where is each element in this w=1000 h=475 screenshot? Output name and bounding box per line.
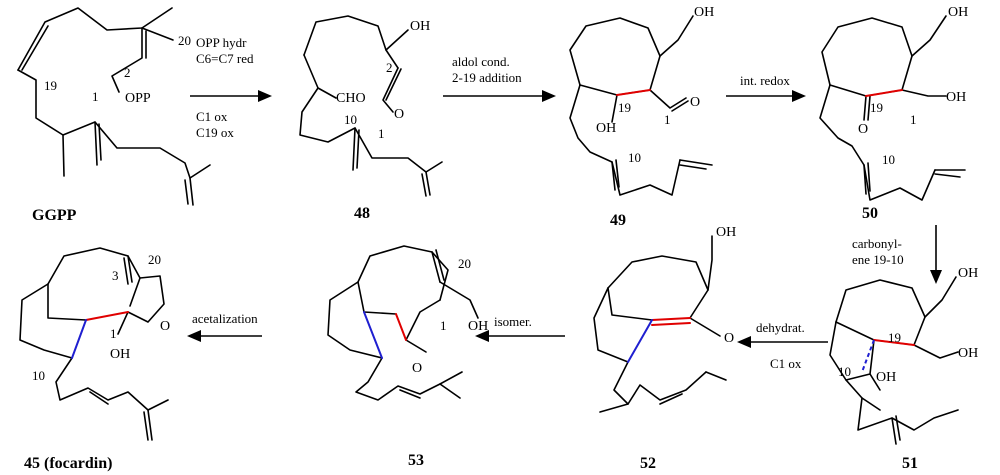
compound-label-45: 45(focardin) xyxy=(24,455,112,472)
num-20-53: 20 xyxy=(458,256,471,271)
atom-oh-right-50: OH xyxy=(946,90,966,105)
atom-oh-52: OH xyxy=(716,225,736,240)
num-10-49: 10 xyxy=(628,150,641,165)
atom-oh-right-51: OH xyxy=(958,346,978,361)
num-3-45: 3 xyxy=(112,268,119,283)
num-19-ggpp: 19 xyxy=(44,78,57,93)
compound-name-45: (focardin) xyxy=(44,455,112,472)
structure-51: OH OH OH 19 10 51 xyxy=(829,266,978,472)
atom-o-45: O xyxy=(160,319,170,334)
atom-oh-48: OH xyxy=(410,19,430,34)
atom-o-52: O xyxy=(724,331,734,346)
compound-label-48: 48 xyxy=(354,205,370,222)
structure-48: OH CHO O 2 10 1 48 xyxy=(299,15,443,222)
condition-step5-line2: C1 ox xyxy=(770,356,802,371)
num-1-ggpp: 1 xyxy=(92,89,99,104)
compound-number-45: 45 xyxy=(24,455,40,472)
atom-oh-51: OH xyxy=(876,370,896,385)
compound-label-50: 50 xyxy=(862,205,878,222)
condition-step1-line2: C6=C7 red xyxy=(196,51,254,66)
num-10-50: 10 xyxy=(882,152,895,167)
atom-o-53: O xyxy=(412,361,422,376)
condition-step4-line2: ene 19-10 xyxy=(852,252,904,267)
num-19-51: 19 xyxy=(888,330,901,345)
condition-step1-line3: C1 ox xyxy=(196,109,228,124)
arrow-step6: isomer. xyxy=(475,314,565,342)
condition-step7-line1: acetalization xyxy=(192,311,258,326)
num-10-48: 10 xyxy=(344,112,357,127)
compound-label-52: 52 xyxy=(640,455,656,472)
structure-45: O OH 20 3 1 10 45(focardin) xyxy=(19,247,170,472)
compound-label-51: 51 xyxy=(902,455,918,472)
condition-step6-line1: isomer. xyxy=(494,314,532,329)
num-1-50: 1 xyxy=(910,112,917,127)
arrow-step2: aldol cond. 2-19 addition xyxy=(443,54,556,102)
condition-step2-line2: 2-19 addition xyxy=(452,70,522,85)
condition-step1-line4: C19 ox xyxy=(196,125,234,140)
arrow-step7: acetalization xyxy=(187,311,262,342)
compound-label-ggpp: GGPP xyxy=(32,207,77,224)
atom-opp-ggpp: OPP xyxy=(125,91,151,106)
condition-step4-line1: carbonyl- xyxy=(852,236,902,251)
condition-step2-line1: aldol cond. xyxy=(452,54,510,69)
atom-o-50: O xyxy=(858,122,868,137)
atom-o-48: O xyxy=(394,107,404,122)
atom-oh-53: OH xyxy=(468,319,488,334)
structure-53: OH O 20 1 53 xyxy=(327,245,488,469)
atom-oh-top-50: OH xyxy=(948,5,968,20)
num-2-48: 2 xyxy=(386,60,393,75)
num-1-45: 1 xyxy=(110,326,117,341)
condition-step1-line1: OPP hydr xyxy=(196,35,247,50)
compound-label-49: 49 xyxy=(610,212,626,229)
atom-oh-top-51: OH xyxy=(958,266,978,281)
structure-ggpp: 20 19 2 1 OPP GGPP xyxy=(17,7,211,224)
structure-52: OH O 52 xyxy=(593,225,736,472)
num-1-49: 1 xyxy=(664,112,671,127)
structure-50: OH OH O 19 1 10 50 xyxy=(819,5,968,222)
num-19-50: 19 xyxy=(870,100,883,115)
num-1-53: 1 xyxy=(440,318,447,333)
atom-o-49: O xyxy=(690,95,700,110)
compound-label-53: 53 xyxy=(408,452,424,469)
atom-oh-45: OH xyxy=(110,347,130,362)
num-19-49: 19 xyxy=(618,100,631,115)
structure-49: OH OH O 19 1 10 49 xyxy=(569,5,714,229)
atom-oh-top-49: OH xyxy=(694,5,714,20)
num-10-45: 10 xyxy=(32,368,45,383)
num-1-48: 1 xyxy=(378,126,385,141)
num-20-ggpp: 20 xyxy=(178,33,191,48)
num-2-ggpp: 2 xyxy=(124,65,131,80)
arrow-step1: OPP hydr C6=C7 red C1 ox C19 ox xyxy=(190,35,272,140)
num-10-51: 10 xyxy=(838,364,851,379)
num-20-45: 20 xyxy=(148,252,161,267)
arrow-step5: dehydrat. C1 ox xyxy=(737,320,828,371)
condition-step3-line1: int. redox xyxy=(740,73,790,88)
atom-cho-48: CHO xyxy=(336,91,366,106)
arrow-step3: int. redox xyxy=(726,73,806,102)
arrow-step4: carbonyl- ene 19-10 xyxy=(852,225,942,284)
atom-oh-49: OH xyxy=(596,121,616,136)
condition-step5-line1: dehydrat. xyxy=(756,320,805,335)
